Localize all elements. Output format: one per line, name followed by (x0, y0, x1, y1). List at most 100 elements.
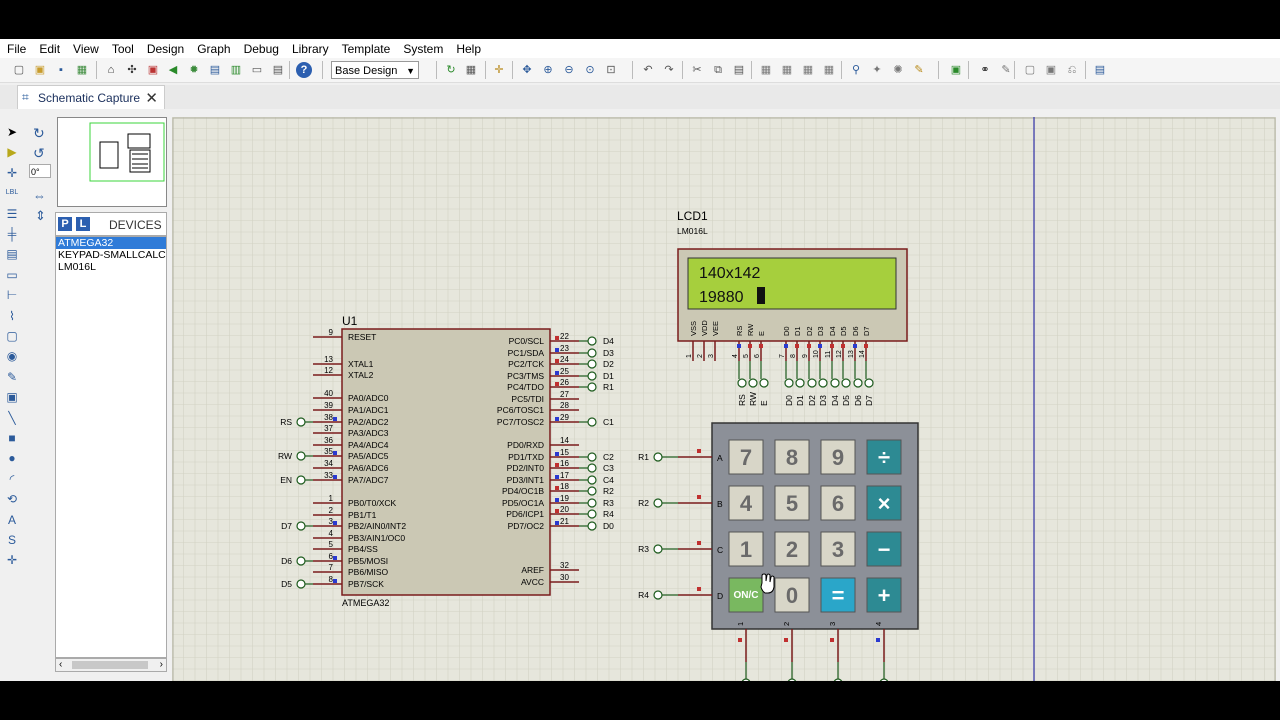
tool-icon[interactable]: ✎ (914, 64, 924, 76)
design-explorer-icon[interactable]: ▣ (950, 64, 962, 76)
wire-autoroute-icon[interactable]: ✦ (872, 64, 882, 76)
device-list-item[interactable]: KEYPAD-SMALLCALC (58, 249, 166, 261)
paste-icon[interactable]: ▤ (733, 64, 745, 76)
keypad-key[interactable]: 3 (820, 531, 856, 567)
selection-mode-icon[interactable]: ➤ (6, 125, 18, 139)
block-copy-icon[interactable]: ▦ (760, 64, 772, 76)
copy-icon[interactable]: ⧉ (714, 64, 722, 76)
search-icon[interactable]: ⚲ (851, 64, 861, 76)
zoom-out-icon[interactable]: ⊖ (564, 64, 574, 76)
gerber-icon[interactable]: ▤ (209, 64, 221, 76)
open-file-icon[interactable]: ▣ (34, 64, 46, 76)
graph-icon[interactable]: ⌇ (9, 308, 15, 323)
keypad-key[interactable]: 5 (774, 485, 810, 521)
text-icon[interactable]: A (7, 512, 16, 527)
bus-icon[interactable]: ╪ (7, 227, 17, 241)
zoom-all-icon[interactable]: ⊙ (585, 64, 595, 76)
keypad-key[interactable]: 1 (728, 531, 764, 567)
device-list-scrollbar[interactable]: ‹ › (55, 658, 167, 672)
wire-label-icon[interactable]: LBL (5, 189, 19, 197)
zoom-area-icon[interactable]: ⊡ (606, 64, 616, 76)
close-icon[interactable]: ✕ (145, 89, 158, 107)
menu-edit[interactable]: Edit (39, 41, 61, 56)
line-icon[interactable]: ╲ (8, 410, 16, 425)
subcircuit-icon[interactable]: ▤ (6, 247, 18, 262)
mirror-horizontal-icon[interactable]: ⇔ (33, 188, 46, 203)
variant-select[interactable]: Base Design ▼ (331, 61, 419, 79)
rotate-anticlockwise-icon[interactable]: ↺ (33, 145, 45, 161)
menu-design[interactable]: Design (146, 41, 185, 56)
generator-icon[interactable]: ◉ (6, 349, 18, 364)
refresh-icon[interactable]: ↻ (446, 64, 456, 76)
help-icon[interactable]: ? (296, 62, 312, 78)
component-mode-icon[interactable]: ▣ (147, 64, 159, 76)
component-mode-icon[interactable]: ▶ (7, 145, 17, 160)
menu-system[interactable]: System (403, 41, 444, 56)
notes-icon[interactable]: ▭ (251, 64, 263, 76)
menu-graph[interactable]: Graph (197, 41, 231, 56)
scrollbar-thumb[interactable] (72, 661, 148, 669)
bom-icon[interactable]: ▥ (230, 64, 242, 76)
arc-icon[interactable]: ◜ (9, 471, 15, 486)
keypad-key[interactable]: 7 (728, 439, 764, 475)
keypad-key[interactable]: 8 (774, 439, 810, 475)
find-icon[interactable]: ⚭ (980, 64, 990, 76)
netlist-icon[interactable]: ✣ (127, 64, 137, 76)
menu-debug[interactable]: Debug (243, 41, 279, 56)
keypad-key[interactable]: 2 (774, 531, 810, 567)
cut-icon[interactable]: ✂ (692, 64, 702, 76)
exit-sheet-icon[interactable]: ⎌ (1067, 64, 1077, 76)
library-button[interactable]: L (76, 217, 90, 231)
device-list-item[interactable]: ATMEGA32 (56, 237, 166, 249)
marker-icon[interactable]: ✛ (6, 553, 18, 568)
block-delete-icon[interactable]: ▦ (823, 64, 835, 76)
menu-template[interactable]: Template (341, 41, 391, 56)
export-icon[interactable]: ▤ (1094, 64, 1106, 76)
device-pin-icon[interactable]: ⊢ (6, 288, 18, 303)
home-icon[interactable]: ⌂ (107, 64, 115, 76)
scroll-right-icon[interactable]: › (159, 659, 163, 670)
keypad-key[interactable]: 0 (774, 577, 810, 613)
new-file-icon[interactable]: ▢ (13, 64, 25, 76)
block-move-icon[interactable]: ▦ (781, 64, 793, 76)
menu-tool[interactable]: Tool (111, 41, 134, 56)
add-sheet-icon[interactable]: ▢ (1024, 64, 1036, 76)
origin-icon[interactable]: ✛ (494, 64, 504, 76)
back-icon[interactable]: ◀ (168, 64, 178, 76)
tab-schematic-capture[interactable]: ⌗ Schematic Capture ✕ (17, 85, 165, 109)
junction-icon[interactable]: ✛ (6, 165, 18, 180)
scroll-left-icon[interactable]: ‹ (59, 659, 63, 670)
keypad-key[interactable]: + (866, 577, 902, 613)
keypad-key[interactable]: ÷ (866, 439, 902, 475)
block-rotate-icon[interactable]: ▦ (802, 64, 814, 76)
mirror-vertical-icon[interactable]: ⇕ (35, 208, 46, 223)
pick-devices-button[interactable]: P (58, 217, 72, 231)
keypad-key[interactable]: × (866, 485, 902, 521)
keypad-key[interactable]: 6 (820, 485, 856, 521)
redo-icon[interactable]: ↷ (664, 64, 674, 76)
menu-view[interactable]: View (73, 41, 99, 56)
path-icon[interactable]: ⟲ (6, 492, 18, 507)
grid-icon[interactable]: ▦ (465, 64, 477, 76)
property-assign-icon[interactable]: ✺ (893, 64, 903, 76)
active-popup-icon[interactable]: ▢ (6, 329, 18, 343)
keypad-key[interactable]: 9 (820, 439, 856, 475)
instrument-icon[interactable]: ▣ (6, 390, 18, 405)
save-icon[interactable]: ▪ (59, 64, 63, 76)
box-icon[interactable]: ■ (8, 431, 16, 445)
terminal-icon[interactable]: ▭ (6, 267, 18, 282)
device-list-item[interactable]: LM016L (58, 261, 96, 273)
text-script-icon[interactable]: ☰ (6, 206, 18, 221)
keypad-key[interactable]: = (820, 577, 856, 613)
rotate-clockwise-icon[interactable]: ↻ (33, 125, 45, 141)
report-icon[interactable]: ▤ (272, 64, 284, 76)
undo-icon[interactable]: ↶ (643, 64, 653, 76)
remove-sheet-icon[interactable]: ▣ (1045, 64, 1057, 76)
overview-window[interactable] (57, 117, 167, 207)
menu-library[interactable]: Library (291, 41, 329, 56)
circle-icon[interactable]: ● (8, 451, 16, 466)
symbol-icon[interactable]: S (7, 533, 16, 547)
import-icon[interactable]: ▦ (76, 64, 88, 76)
probe-icon[interactable]: ✎ (6, 369, 18, 384)
